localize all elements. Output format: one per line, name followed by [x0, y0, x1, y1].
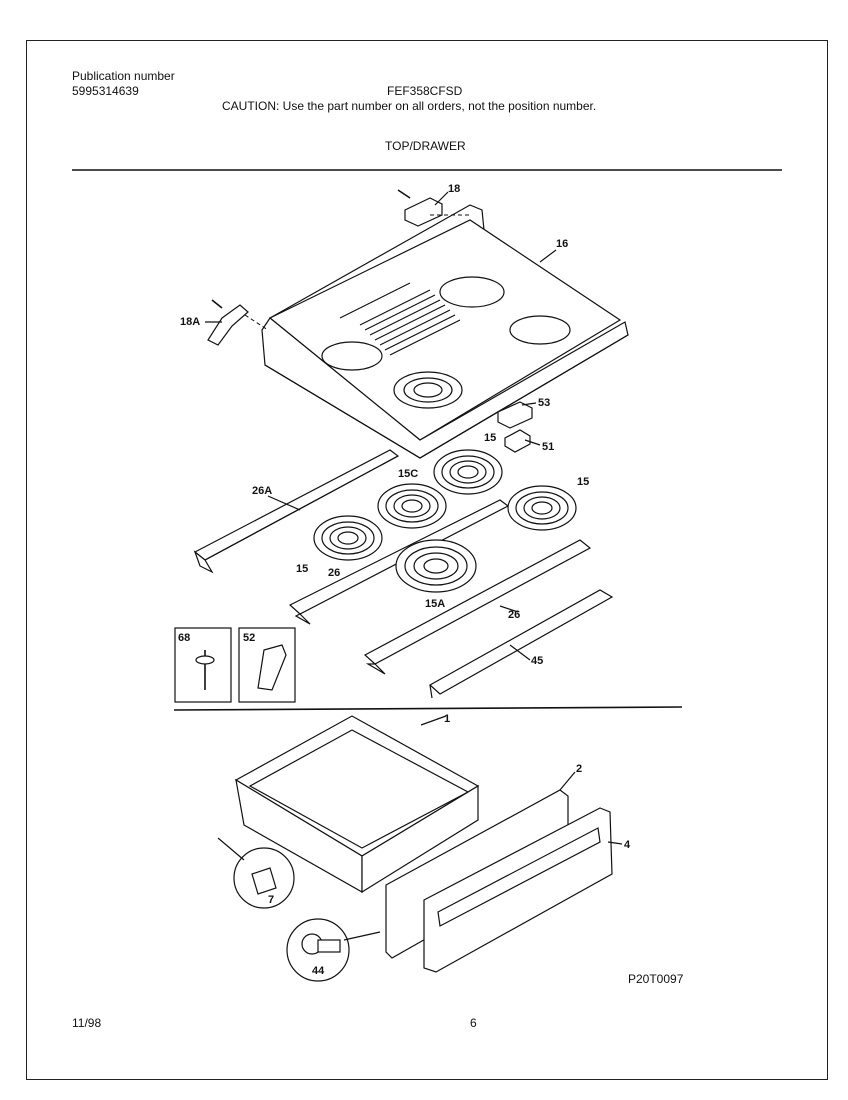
section-separator: [173, 706, 683, 711]
burner-ring-rear-right: [439, 276, 505, 308]
callout-15c: 15C: [398, 468, 418, 480]
publication-label: Publication number: [72, 69, 175, 83]
page-number: 6: [470, 1016, 477, 1030]
callout-15-right: 15: [577, 476, 589, 488]
callout-2: 2: [576, 763, 582, 775]
burner-ring-rear-left: [321, 341, 383, 371]
caution-note: CAUTION: Use the part number on all orde…: [222, 99, 597, 113]
drawer-body: [234, 715, 480, 894]
callout-44: 44: [312, 965, 325, 977]
bracket-18a: [205, 299, 269, 346]
inset-52-clip: [238, 627, 296, 703]
callout-51: 51: [542, 441, 554, 453]
vent-slots: [339, 282, 461, 356]
element-15a: [395, 539, 477, 593]
switch-block-53-51: [497, 401, 541, 453]
callout-16: 16: [556, 238, 568, 250]
element-15-right: [507, 485, 577, 531]
inset-44-roller: [286, 918, 381, 982]
callout-53: 53: [538, 397, 550, 409]
callout-4: 4: [624, 839, 631, 851]
callout-15-top: 15: [484, 432, 496, 444]
callout-45: 45: [531, 655, 543, 667]
callout-18a: 18A: [180, 316, 200, 328]
callout-18: 18: [448, 183, 460, 195]
footer-date: 11/98: [72, 1016, 102, 1030]
callout-15a: 15A: [425, 598, 445, 610]
inset-7-glide: [217, 837, 295, 909]
element-15-left: [313, 515, 383, 561]
rail-26-right: [363, 539, 592, 675]
figure-code: P20T0097: [628, 972, 684, 986]
publication-number: 5995314639: [72, 84, 139, 98]
inset-68-stud: [174, 627, 232, 703]
element-15-rear: [433, 449, 503, 495]
rail-26a: [193, 449, 400, 574]
callout-7: 7: [268, 894, 274, 906]
drawer-front-4: [423, 807, 623, 973]
page-border: [26, 40, 828, 1080]
callout-52: 52: [243, 632, 255, 644]
callout-26a: 26A: [252, 485, 272, 497]
callout-26-left: 26: [328, 567, 340, 579]
section-title: TOP/DRAWER: [385, 139, 466, 153]
element-15c: [377, 483, 447, 529]
leader-16: [539, 249, 557, 263]
callout-26-right: 26: [508, 609, 520, 621]
callout-15-left: 15: [296, 563, 308, 575]
model-number: FEF358CFSD: [387, 84, 463, 98]
bracket-18: [397, 189, 470, 227]
burner-ring-front-right: [509, 315, 571, 345]
cooktop-top: [261, 204, 629, 459]
trim-45: [428, 589, 614, 699]
callout-68: 68: [178, 632, 190, 644]
callout-1: 1: [444, 713, 450, 725]
